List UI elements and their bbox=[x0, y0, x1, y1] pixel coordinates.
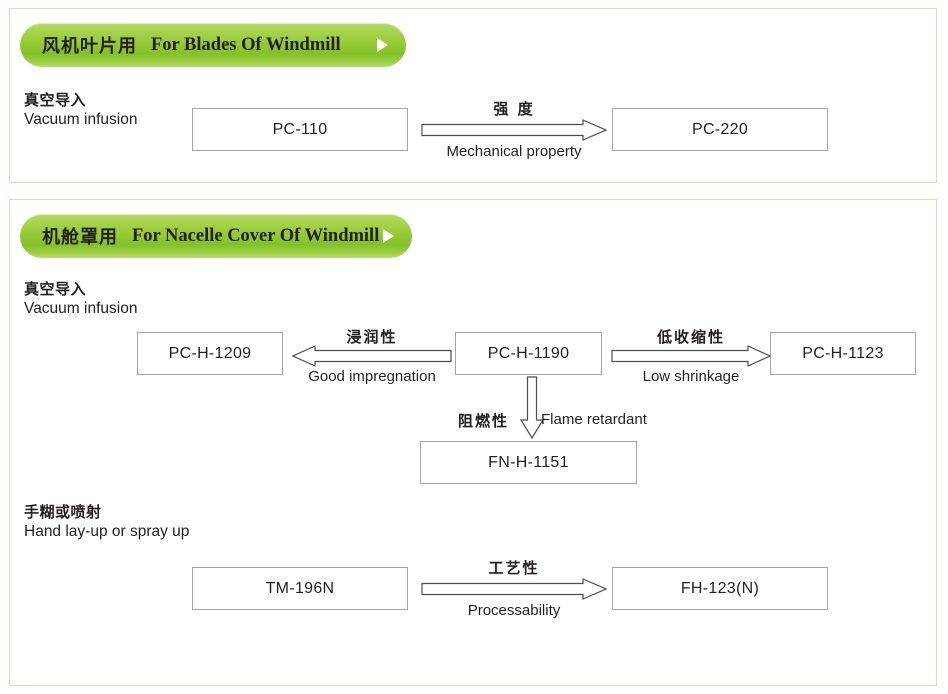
process-label-en: Hand lay-up or spray up bbox=[24, 523, 190, 541]
section-header-blades-en: For Blades Of Windmill bbox=[151, 34, 341, 55]
arrow-caption-low-shrinkage-en: Low shrinkage bbox=[610, 368, 772, 385]
arrow-caption-mechanical-property-en: Mechanical property bbox=[416, 143, 612, 160]
process-label-cn: 真空导入 bbox=[24, 280, 87, 298]
arrow-caption-cn: 阻燃性 bbox=[458, 412, 510, 430]
arrow-caption-cn: 工艺性 bbox=[488, 559, 540, 577]
process-label-vacuum-infusion-nacelle: 真空导入 Vacuum infusion bbox=[24, 280, 137, 319]
arrow-caption-mechanical-property: 强 度 bbox=[424, 98, 604, 119]
product-box-tm-196n[interactable]: TM-196N bbox=[192, 567, 408, 610]
arrow-caption-processability-en: Processability bbox=[420, 602, 608, 619]
play-triangle-icon bbox=[383, 229, 394, 243]
process-label-vacuum-infusion-blades: 真空导入 Vacuum infusion bbox=[24, 91, 137, 130]
arrow-caption-en: Mechanical property bbox=[446, 143, 582, 160]
arrow-caption-good-impregnation-cn: 浸润性 bbox=[293, 326, 451, 347]
product-box-pc-h-1209[interactable]: PC-H-1209 bbox=[137, 332, 283, 375]
arrow-caption-en: Low shrinkage bbox=[642, 368, 740, 385]
product-box-pc-110[interactable]: PC-110 bbox=[192, 108, 408, 151]
arrow-caption-en: Processability bbox=[467, 602, 561, 619]
section-header-nacelle-en: For Nacelle Cover Of Windmill bbox=[132, 225, 380, 246]
arrow-caption-cn: 强 度 bbox=[493, 100, 535, 118]
product-box-fn-h-1151[interactable]: FN-H-1151 bbox=[420, 441, 637, 484]
section-header-blades-cn: 风机叶片用 bbox=[42, 36, 137, 57]
arrow-caption-en: Good impregnation bbox=[308, 368, 436, 385]
process-label-en: Vacuum infusion bbox=[24, 300, 138, 318]
flow-arrow-mechanical-property bbox=[421, 119, 607, 141]
arrow-caption-low-shrinkage-cn: 低收缩性 bbox=[612, 326, 770, 347]
section-header-blades[interactable]: 风机叶片用 For Blades Of Windmill bbox=[20, 23, 406, 67]
process-label-cn: 手糊或喷射 bbox=[24, 503, 102, 521]
product-box-pc-h-1123[interactable]: PC-H-1123 bbox=[770, 332, 916, 375]
product-box-fh-123n[interactable]: FH-123(N) bbox=[612, 567, 828, 610]
section-header-nacelle-cn: 机舱罩用 bbox=[42, 227, 118, 248]
flow-arrow-flame-retardant bbox=[519, 376, 545, 439]
process-label-cn: 真空导入 bbox=[24, 91, 87, 109]
play-triangle-icon bbox=[377, 38, 388, 52]
arrow-caption-good-impregnation-en: Good impregnation bbox=[288, 368, 456, 385]
arrow-caption-flame-retardant-en: Flame retardant bbox=[541, 411, 647, 429]
process-label-en: Vacuum infusion bbox=[24, 111, 138, 129]
section-header-nacelle[interactable]: 机舱罩用 For Nacelle Cover Of Windmill bbox=[20, 214, 412, 258]
arrow-caption-en: Flame retardant bbox=[541, 411, 647, 428]
process-label-hand-layup: 手糊或喷射 Hand lay-up or spray up bbox=[24, 503, 189, 542]
section-panel-nacelle: 机舱罩用 For Nacelle Cover Of Windmill 真空导入 … bbox=[9, 199, 937, 686]
flow-arrow-low-shrinkage bbox=[611, 345, 771, 367]
section-panel-blades: 风机叶片用 For Blades Of Windmill 真空导入 Vacuum… bbox=[9, 8, 937, 183]
flow-arrow-processability bbox=[421, 578, 607, 600]
flow-arrow-good-impregnation bbox=[292, 345, 452, 367]
arrow-caption-cn: 低收缩性 bbox=[656, 328, 725, 346]
arrow-caption-processability-cn: 工艺性 bbox=[424, 557, 604, 578]
arrow-caption-cn: 浸润性 bbox=[346, 328, 398, 346]
product-box-pc-220[interactable]: PC-220 bbox=[612, 108, 828, 151]
product-box-pc-h-1190[interactable]: PC-H-1190 bbox=[455, 332, 602, 375]
arrow-caption-flame-retardant-cn: 阻燃性 bbox=[458, 410, 509, 431]
